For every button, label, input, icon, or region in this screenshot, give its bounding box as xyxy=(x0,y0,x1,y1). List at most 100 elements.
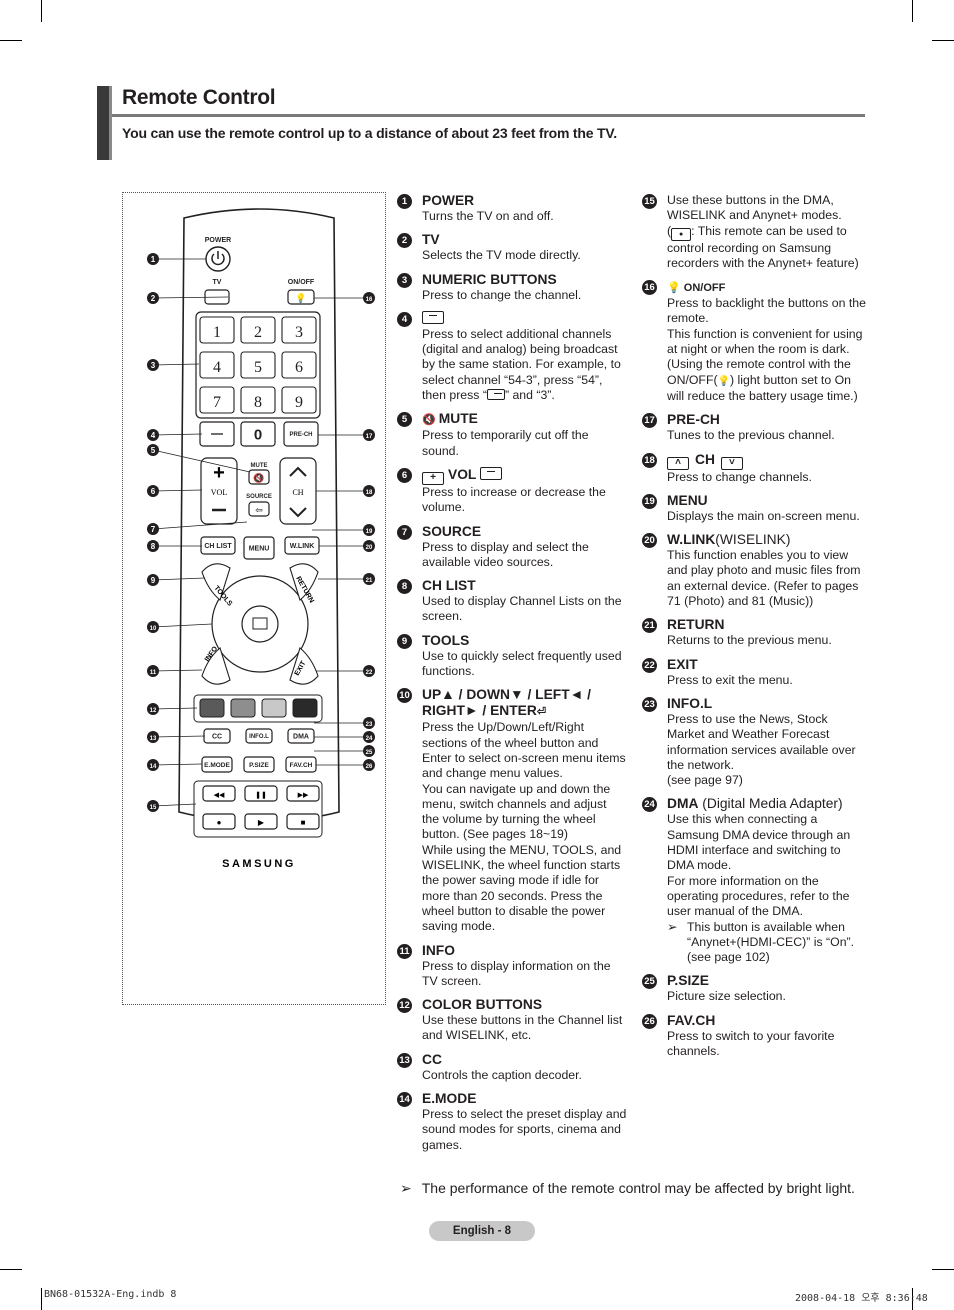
item-description: Press to use the News, Stock Market and … xyxy=(667,712,867,788)
callout-number: 20 xyxy=(642,533,657,549)
mute-button xyxy=(248,469,270,485)
callout-left xyxy=(147,444,159,456)
item-description-text: Press to display information on the TV s… xyxy=(422,958,611,988)
item-title: PRE-CH xyxy=(667,412,867,428)
item-description: Displays the main on-screen menu. xyxy=(667,509,867,524)
item-description-text: Turns the TV on and off. xyxy=(422,209,554,223)
callout-left-number: 15 xyxy=(150,805,157,811)
ch-up-icon: ˄ xyxy=(667,456,689,470)
item-description: Press to switch to your favorite channel… xyxy=(667,1029,867,1060)
callout-left-leader xyxy=(152,763,203,766)
exit-button xyxy=(289,647,319,685)
callout-left-leader xyxy=(152,735,206,738)
item-description-text: Picture size selection. xyxy=(667,989,786,1004)
item-title: INFO.L xyxy=(667,696,867,712)
stop-icon: ■ xyxy=(301,818,306,827)
callout-right xyxy=(363,524,375,536)
item-title-text: PRE-CH xyxy=(667,412,720,428)
item-description: Tunes to the previous channel. xyxy=(667,428,867,443)
item-title: ˄CH˅ xyxy=(667,452,867,470)
callout-left-number: 11 xyxy=(150,670,157,676)
callout-number: 19 xyxy=(642,493,657,509)
callout-left-leader xyxy=(152,489,203,492)
color-button xyxy=(199,698,225,718)
fastforward-icon: ▶▶ xyxy=(298,792,309,799)
callout-right xyxy=(363,731,375,743)
item-title-text: TOOLS xyxy=(422,632,470,648)
callout-left-number: 8 xyxy=(151,542,156,551)
callout-right xyxy=(363,540,375,552)
chlist-button-label: CH LIST xyxy=(204,543,232,550)
item-title-text: UP▲ / DOWN▼ / LEFT◄ / RIGHT► / ENTER xyxy=(422,687,591,719)
callout-right xyxy=(363,665,375,677)
vol-up-icon: + xyxy=(213,462,225,484)
item-description-text: Use this when connecting a Samsung DMA d… xyxy=(667,812,851,919)
item-description: Press to select the preset display and s… xyxy=(422,1107,627,1153)
digit-label: 4 xyxy=(213,359,221,376)
callout-number: 12 xyxy=(397,998,412,1014)
item-description: Press the Up/Down/Left/Right sections of… xyxy=(422,720,627,934)
callout-left-leader xyxy=(152,623,213,628)
digit-label: 3 xyxy=(295,324,303,341)
item-title-text: W.LINK xyxy=(667,532,716,548)
callout-right xyxy=(363,717,375,729)
item-title: SOURCE xyxy=(422,524,627,540)
digit-button xyxy=(199,316,235,344)
item-description-text: Used to display Channel Lists on the scr… xyxy=(422,594,622,624)
item-title-plain: (WISELINK) xyxy=(715,532,791,548)
callout-left-number: 4 xyxy=(151,431,156,440)
zero-button xyxy=(240,421,276,447)
enter-icon xyxy=(252,617,268,630)
item-title: CH LIST xyxy=(422,578,627,594)
item-description-text: Use these buttons in the Channel list an… xyxy=(422,1013,623,1043)
callout-right xyxy=(363,745,375,757)
item-title: W.LINK(WISELINK) xyxy=(667,532,867,548)
item-title-text: DMA xyxy=(667,796,699,812)
item-description-text: Displays the main on-screen menu. xyxy=(667,508,860,523)
source-label: SOURCE xyxy=(246,494,272,500)
item-title: CC xyxy=(422,1052,627,1068)
callout-number: 6 xyxy=(397,467,412,483)
item-title-text: EXIT xyxy=(667,656,698,672)
callout-number: 8 xyxy=(397,579,412,595)
color-button xyxy=(230,698,256,718)
callout-left xyxy=(147,253,159,265)
callout-number: 18 xyxy=(642,452,657,468)
item-title-plain: (Digital Media Adapter) xyxy=(698,796,843,812)
callout-right-number: 17 xyxy=(366,434,373,440)
callout-right-number: 16 xyxy=(366,297,373,303)
psize-button-label: P.SIZE xyxy=(249,762,269,769)
item-description: Press to exit the menu. xyxy=(667,673,867,688)
item-description-text: Press to change the channel. xyxy=(422,287,582,302)
digit-button xyxy=(240,386,276,414)
callout-right-number: 21 xyxy=(366,578,373,584)
footnote: ➢The performance of the remote control m… xyxy=(400,1180,855,1197)
menu-button-label: MENU xyxy=(249,545,270,552)
ch-down-icon xyxy=(289,507,307,518)
power-icon xyxy=(211,253,225,266)
item-title xyxy=(422,310,627,327)
infol-button-label: INFO.L xyxy=(249,734,269,740)
item-description-text: Press to increase or decrease the volume… xyxy=(422,484,606,515)
digit-label: 6 xyxy=(295,359,303,376)
item-title: FAV.CH xyxy=(667,1013,867,1029)
callout-number: 26 xyxy=(642,1013,657,1029)
enter-icon: ⏎ xyxy=(536,706,547,719)
digit-button xyxy=(281,316,317,344)
item-description-text: Press the Up/Down/Left/Right sections of… xyxy=(422,720,626,934)
item-title-text: INFO xyxy=(422,942,455,958)
item-description-text: This function enables you to view and pl… xyxy=(667,548,861,609)
callout-right xyxy=(363,429,375,441)
item-title-text: FAV.CH xyxy=(667,1012,716,1028)
rewind-icon: ◀◀ xyxy=(214,792,225,799)
item-title-text: POWER xyxy=(422,193,475,208)
emode-button-label: E.MODE xyxy=(204,762,230,769)
digit-button xyxy=(199,386,235,414)
